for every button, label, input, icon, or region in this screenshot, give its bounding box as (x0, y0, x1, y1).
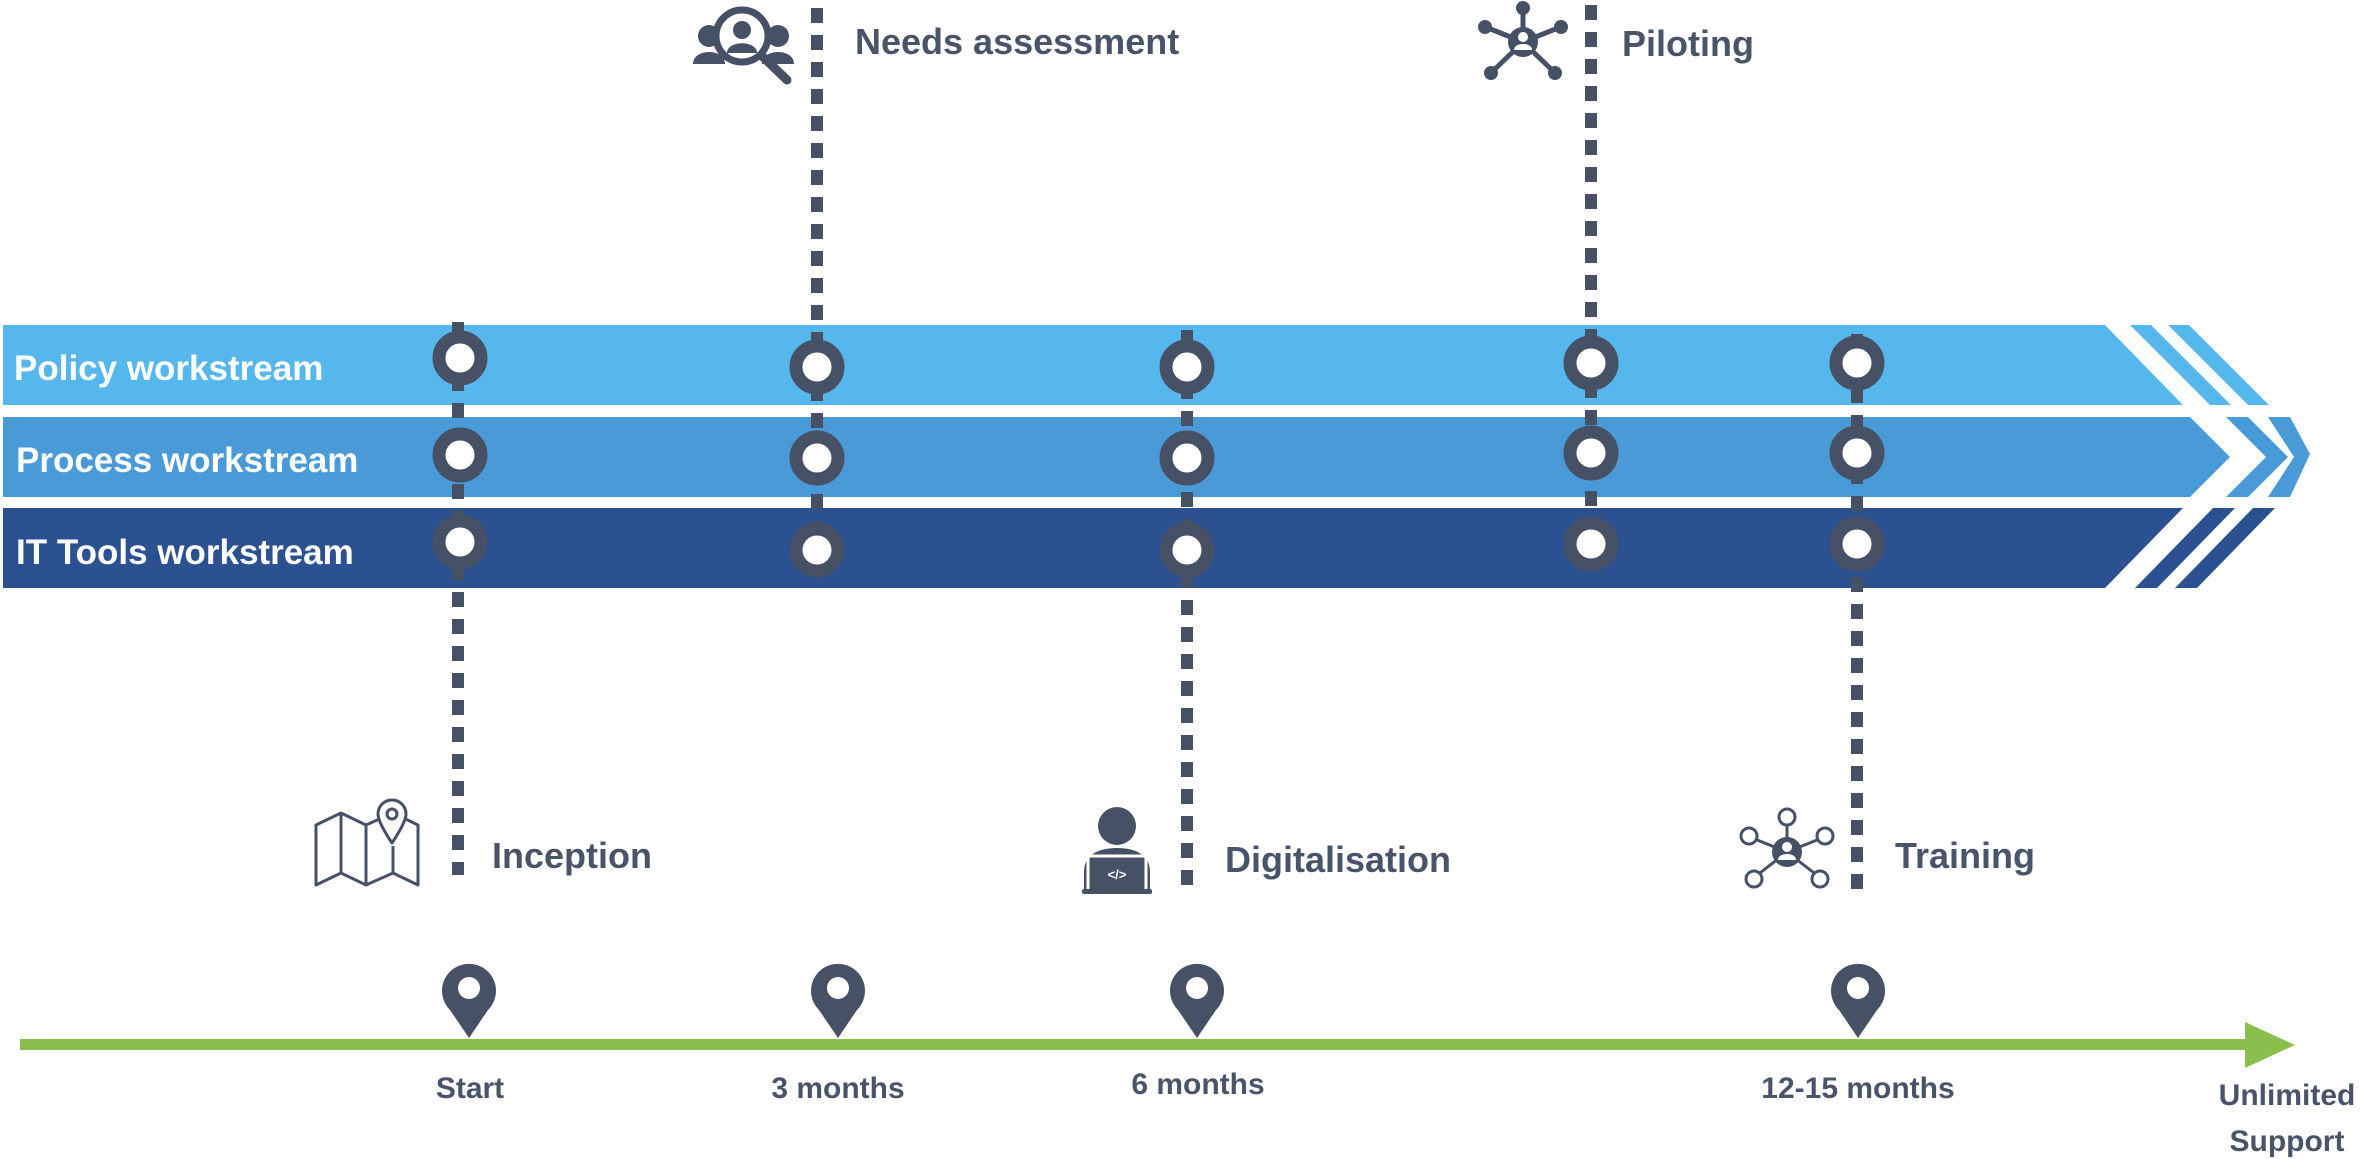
pin-3-months (811, 963, 865, 1038)
policy-band-chevron-1 (2130, 325, 2231, 405)
timeline-line (20, 1039, 2250, 1050)
it-tools-band-body (3, 508, 2183, 588)
band-markers (432, 330, 1885, 578)
piloting-label: Piloting (1622, 23, 1754, 64)
process-band-chevron-2 (2268, 417, 2310, 497)
process-band (3, 417, 2310, 497)
workstream-bands (3, 325, 2310, 588)
marker-policy-digital (1159, 339, 1215, 395)
process-band-body (3, 417, 2230, 497)
milestone-6-months: 6 months (1131, 1068, 1264, 1101)
marker-process-training (1829, 425, 1885, 481)
network-hub-icon (1478, 1, 1568, 80)
unlimited-support-line2: Support (2230, 1125, 2345, 1158)
people-network-icon (1739, 807, 1835, 889)
people-search-icon (693, 6, 794, 85)
marker-it-inception (432, 514, 488, 570)
milestone-12-15-months: 12-15 months (1761, 1072, 1954, 1105)
marker-it-piloting (1563, 516, 1619, 572)
process-workstream-label: Process workstream (16, 441, 358, 480)
policy-band-chevron-2 (2168, 325, 2269, 405)
pin-start (441, 963, 496, 1038)
timeline-labels: Start 3 months 6 months 12-15 months Unl… (436, 1068, 2356, 1158)
timeline-arrowhead (2245, 1022, 2295, 1068)
bottom-phase-labels: Inception Digitalisation Training (492, 835, 2035, 880)
milestone-3-months: 3 months (771, 1072, 904, 1105)
marker-policy-needs (789, 339, 845, 395)
it-tools-band-chevron-1 (2135, 508, 2235, 588)
it-tools-workstream-label: IT Tools workstream (16, 533, 354, 572)
milestone-start: Start (436, 1072, 504, 1105)
process-band-chevron-1 (2226, 417, 2288, 497)
marker-process-piloting (1563, 425, 1619, 481)
marker-process-digital (1159, 430, 1215, 486)
marker-policy-piloting (1563, 335, 1619, 391)
training-label: Training (1895, 835, 2035, 876)
marker-it-digital (1159, 522, 1215, 578)
top-phase-labels: Needs assessment Piloting (855, 21, 1754, 64)
developer-laptop-icon: </> (1082, 807, 1152, 894)
marker-policy-inception (432, 330, 488, 386)
marker-it-training (1829, 516, 1885, 572)
workstream-labels: Policy workstream Process workstream IT … (14, 349, 358, 572)
timeline (20, 1022, 2295, 1068)
pin-6-months (1170, 963, 1224, 1038)
inception-label: Inception (492, 835, 652, 876)
marker-it-needs (789, 522, 845, 578)
policy-band (3, 325, 2269, 405)
policy-band-body (3, 325, 2183, 405)
it-tools-band-chevron-2 (2175, 508, 2275, 588)
marker-process-inception (432, 427, 488, 483)
map-pin-icon (314, 798, 420, 887)
policy-workstream-label: Policy workstream (14, 349, 323, 388)
pin-12-15-months (1831, 963, 1885, 1038)
timeline-pins (441, 963, 1885, 1038)
it-tools-band (3, 508, 2275, 588)
marker-policy-training (1829, 335, 1885, 391)
needs-assessment-label: Needs assessment (855, 21, 1179, 62)
unlimited-support-line1: Unlimited (2219, 1079, 2356, 1112)
digitalisation-label: Digitalisation (1225, 839, 1451, 880)
marker-process-needs (789, 430, 845, 486)
svg-text:</>: </> (1108, 867, 1127, 882)
